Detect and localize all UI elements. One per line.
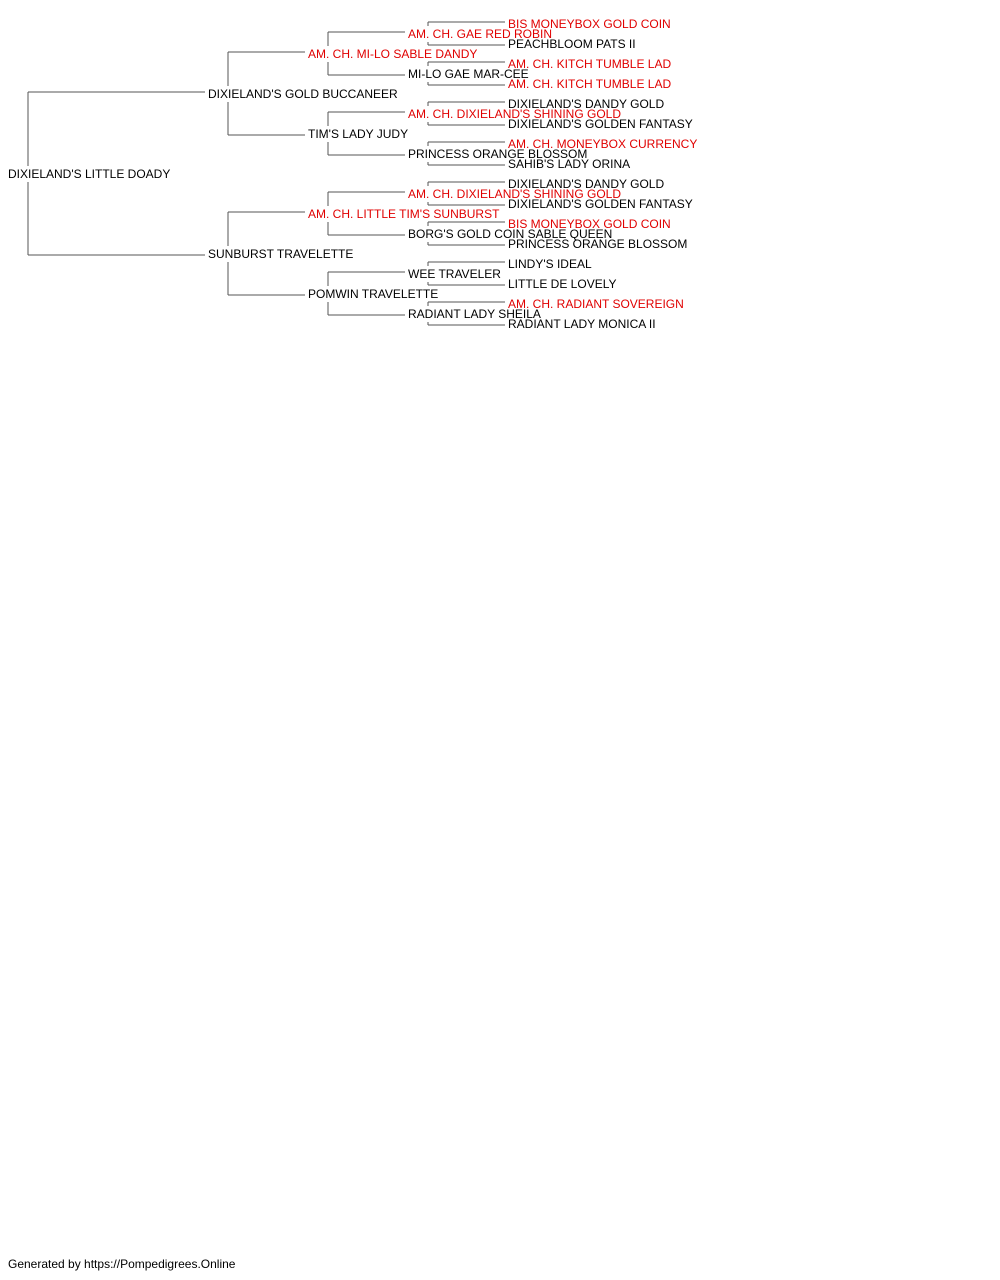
- pedigree-node-gen3: BORG'S GOLD COIN SABLE QUEEN: [408, 227, 613, 241]
- pedigree-node-gen1: DIXIELAND'S GOLD BUCCANEER: [208, 87, 398, 101]
- pedigree-node-gen4: DIXIELAND'S DANDY GOLD: [508, 97, 665, 111]
- pedigree-node-gen3: AM. CH. DIXIELAND'S SHINING GOLD: [408, 107, 621, 121]
- pedigree-node-gen0: DIXIELAND'S LITTLE DOADY: [8, 167, 171, 181]
- pedigree-node-gen4: PRINCESS ORANGE BLOSSOM: [508, 237, 688, 251]
- pedigree-node-gen4: DIXIELAND'S DANDY GOLD: [508, 177, 665, 191]
- pedigree-node-gen4: BIS MONEYBOX GOLD COIN: [508, 17, 671, 31]
- pedigree-node-gen4: RADIANT LADY MONICA II: [508, 317, 656, 331]
- pedigree-node-gen4: PEACHBLOOM PATS II: [508, 37, 636, 51]
- pedigree-node-gen4: AM. CH. RADIANT SOVEREIGN: [508, 297, 684, 311]
- pedigree-node-gen2: AM. CH. MI-LO SABLE DANDY: [308, 47, 478, 61]
- pedigree-node-gen4: DIXIELAND'S GOLDEN FANTASY: [508, 197, 693, 211]
- pedigree-node-gen4: BIS MONEYBOX GOLD COIN: [508, 217, 671, 231]
- pedigree-node-gen3: MI-LO GAE MAR-CEE: [408, 67, 529, 81]
- pedigree-node-gen2: TIM'S LADY JUDY: [308, 127, 409, 141]
- pedigree-node-gen4: SAHIB'S LADY ORINA: [508, 157, 631, 171]
- pedigree-node-gen3: RADIANT LADY SHEILA: [408, 307, 541, 321]
- pedigree-node-gen2: AM. CH. LITTLE TIM'S SUNBURST: [308, 207, 500, 221]
- pedigree-node-gen3: PRINCESS ORANGE BLOSSOM: [408, 147, 588, 161]
- pedigree-node-gen4: AM. CH. KITCH TUMBLE LAD: [508, 57, 672, 71]
- pedigree-node-gen3: AM. CH. DIXIELAND'S SHINING GOLD: [408, 187, 621, 201]
- pedigree-node-gen4: DIXIELAND'S GOLDEN FANTASY: [508, 117, 693, 131]
- pedigree-node-gen4: AM. CH. KITCH TUMBLE LAD: [508, 77, 672, 91]
- pedigree-node-gen2: POMWIN TRAVELETTE: [308, 287, 439, 301]
- pedigree-node-gen4: LITTLE DE LOVELY: [508, 277, 617, 291]
- pedigree-node-gen4: LINDY'S IDEAL: [508, 257, 592, 271]
- footer-credit: Generated by https://Pompedigrees.Online: [8, 1257, 236, 1271]
- pedigree-node-gen4: AM. CH. MONEYBOX CURRENCY: [508, 137, 698, 151]
- pedigree-node-gen3: WEE TRAVELER: [408, 267, 501, 281]
- pedigree-node-gen3: AM. CH. GAE RED ROBIN: [408, 27, 553, 41]
- pedigree-node-gen1: SUNBURST TRAVELETTE: [208, 247, 354, 261]
